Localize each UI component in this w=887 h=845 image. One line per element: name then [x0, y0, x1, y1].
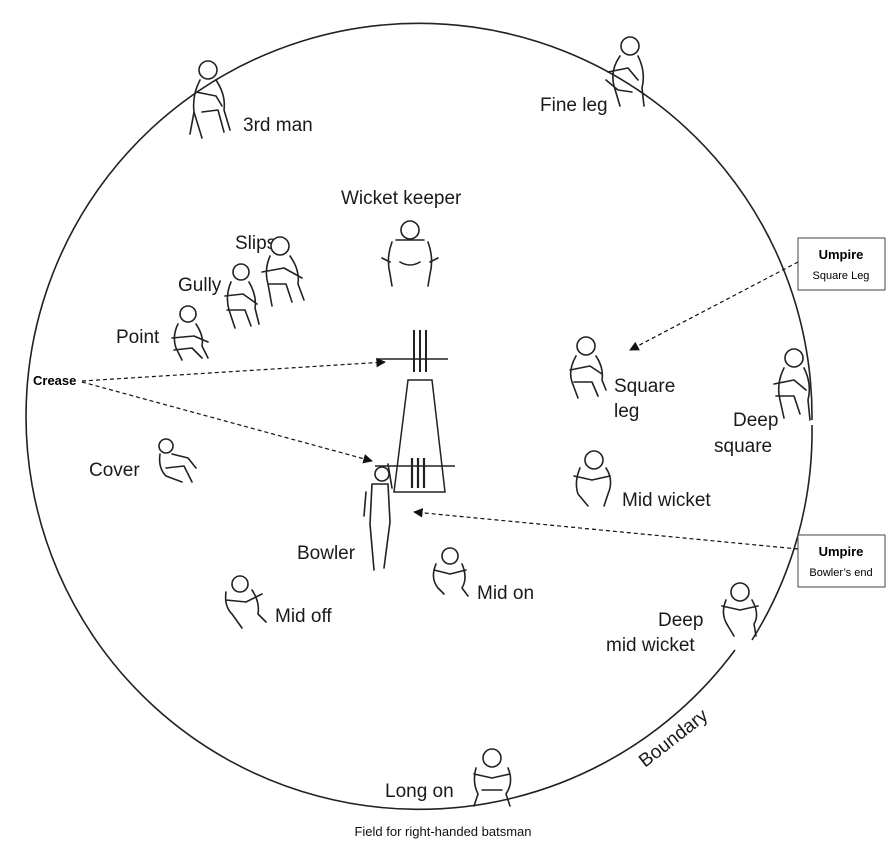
- fielder-deep-square-label-1: Deep: [733, 410, 778, 431]
- umpire-bowlers-end-arrow: [413, 508, 799, 550]
- stumps-bowling-end: [410, 458, 426, 488]
- diagram-caption: Field for right-handed batsman: [354, 824, 531, 839]
- fielder-fine-leg-figure: [605, 36, 645, 107]
- fielder-wicket-keeper-figure: [381, 220, 439, 287]
- fielder-long-on-label: Long on: [385, 781, 454, 802]
- crease-label: Crease: [33, 373, 76, 388]
- svg-text:Square Leg: Square Leg: [813, 270, 870, 282]
- fielder-wicket-keeper-label: Wicket keeper: [341, 188, 462, 209]
- boundary-line-lower: [751, 424, 813, 641]
- fielder-cover-figure: [158, 438, 197, 483]
- crease-arrow-bottom: [81, 381, 373, 464]
- svg-text:Bowler’s end: Bowler’s end: [809, 567, 872, 579]
- fielder-mid-wicket-label: Mid wicket: [622, 490, 711, 511]
- fielder-square-leg-figure: [569, 336, 607, 399]
- fielder-square-leg-label-2: leg: [614, 401, 639, 422]
- fielder-deep-mid-wicket-figure: [721, 582, 759, 637]
- fielder-mid-off-figure: [224, 575, 267, 629]
- fielder-slips-label: Slips: [235, 233, 276, 254]
- fielder-mid-on-label: Mid on: [477, 583, 534, 604]
- fielder-gully-label: Gully: [178, 275, 222, 296]
- umpire-square-leg-arrow: [629, 261, 799, 351]
- fielder-third-man-label: 3rd man: [243, 115, 313, 136]
- boundary-line: [25, 22, 813, 811]
- fielder-bowler-figure: [363, 463, 393, 571]
- fielder-deep-square-label-2: square: [714, 436, 772, 457]
- crease-arrow-top: [81, 357, 386, 382]
- fielder-mid-wicket-figure: [573, 450, 612, 507]
- fielder-deep-square-figure: [773, 348, 811, 421]
- fielder-point-figure: [171, 305, 209, 361]
- fielder-mid-on-figure: [432, 547, 469, 597]
- fielder-long-on-figure: [473, 748, 512, 807]
- fielder-mid-off-label: Mid off: [275, 606, 332, 627]
- umpire-bowlers-end-box: Umpire Bowler’s end: [797, 534, 886, 588]
- fielder-cover-label: Cover: [89, 460, 140, 481]
- svg-text:Umpire: Umpire: [819, 544, 864, 559]
- stumps-batting-end: [413, 330, 427, 372]
- fielder-third-man-figure: [189, 60, 231, 139]
- fielder-deep-mid-wicket-label-1: Deep: [658, 610, 703, 631]
- fielder-square-leg-label-1: Square: [614, 376, 675, 397]
- svg-text:Umpire: Umpire: [819, 247, 864, 262]
- fielder-gully-figure: [224, 263, 260, 329]
- fielder-fine-leg-label: Fine leg: [540, 95, 608, 116]
- fielder-point-label: Point: [116, 327, 160, 348]
- pitch: [375, 330, 455, 493]
- fielder-bowler-label: Bowler: [297, 543, 356, 564]
- umpire-square-leg-box: Umpire Square Leg: [797, 237, 886, 291]
- fielder-slips-figure: [261, 236, 305, 307]
- fielder-deep-mid-wicket-label-2: mid wicket: [606, 635, 695, 656]
